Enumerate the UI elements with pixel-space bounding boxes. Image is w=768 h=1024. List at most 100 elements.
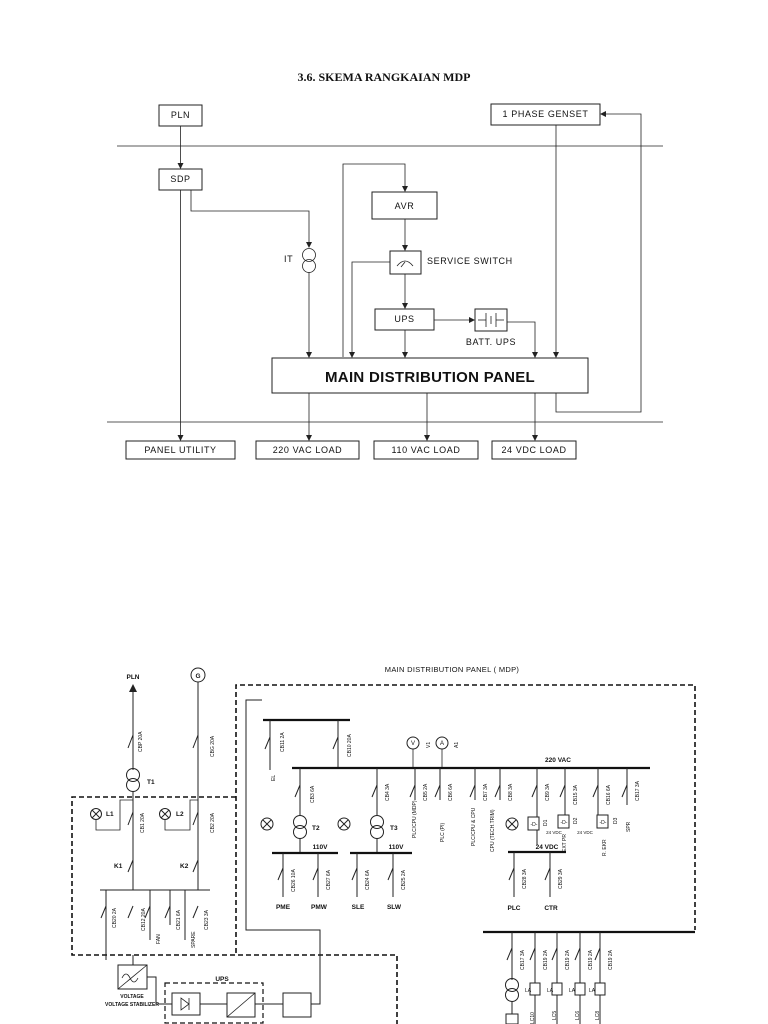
load-slw: SLW — [387, 904, 402, 911]
cb10-label: CB10 20A — [347, 734, 353, 757]
cb24-label: CB24 6A — [365, 869, 371, 890]
ammeter-label: A — [440, 741, 444, 747]
mdp-dashed-boundary — [235, 684, 696, 953]
cb29-label: CB29 3A — [558, 868, 564, 889]
rectifier-d3 — [596, 814, 609, 829]
cb26-label: CB26 10A — [291, 869, 297, 892]
cb11-label: CB11 2A — [280, 732, 286, 752]
cb21-label: CB21 6A — [176, 909, 182, 930]
load-box-24vdc — [491, 440, 577, 460]
rectifier-d2 — [557, 814, 570, 829]
t1-label: T1 — [147, 779, 155, 786]
cb8-label: CB8 3A — [508, 783, 514, 801]
v1-label: V1 — [426, 742, 432, 748]
lamp-t2 — [260, 817, 274, 831]
loads-110: CB26 10A PME CB27 6A PMW CB24 6A SLE CB2… — [276, 853, 407, 911]
lower-right-feeders: CB17 3A CB19 2A LA LC10 CB19 2A LA LC5 C… — [505, 932, 614, 1024]
svg-text:-D-: -D- — [561, 820, 568, 826]
avr-box — [371, 191, 438, 220]
d2-label: D2 — [573, 817, 579, 824]
voltage-stabilizer-label: VOLTAGE STABILIZER — [105, 1002, 159, 1008]
schematic-title: MAIN DISTRIBUTION PANEL ( MDP) — [385, 665, 520, 674]
cb5-label: CB5 2A — [423, 783, 429, 801]
ups-section-label: UPS — [215, 976, 229, 983]
r-ekr-label: R. EKR — [602, 839, 608, 856]
spare-label: SPARE — [191, 931, 197, 948]
a1-label: A1 — [454, 742, 460, 748]
service-switch-label: SERVICE SWITCH — [427, 256, 513, 266]
service-switch-box — [389, 250, 422, 275]
t3-coil-bottom — [370, 825, 384, 839]
l2-label: L2 — [176, 811, 184, 818]
lamp-t3 — [337, 817, 351, 831]
svg-text:-D-: -D- — [600, 820, 607, 826]
mdp-schematic: MAIN DISTRIBUTION PANEL ( MDP) PLN G CBP… — [71, 665, 696, 1024]
ups-box — [374, 308, 435, 331]
cb3-label: CB3 6A — [310, 785, 316, 803]
cb7-label: CB7 3A — [483, 783, 489, 801]
load-label-220vac: 220 VAC LOAD — [273, 445, 343, 455]
voltage-stabilizer-label-1: VOLTAGE — [120, 994, 144, 1000]
k2-label: K2 — [180, 863, 189, 870]
cb4-label: CB4 3A — [385, 783, 391, 801]
dc24-small-1: 24 VDC — [546, 830, 563, 835]
battery-label: BATT. UPS — [466, 337, 516, 347]
cb15-label: CB15 3A — [573, 784, 579, 805]
lc-0: LC10 — [530, 1012, 536, 1024]
t3-coil-top — [370, 815, 384, 829]
it-transformer-coil-top — [302, 248, 316, 262]
lr-cb-1: CB19 2A — [543, 949, 549, 970]
ups-dashed-box — [164, 982, 264, 1024]
mdp-box — [271, 357, 589, 394]
lc-1: LC5 — [552, 1011, 558, 1020]
t1-coil-bottom — [126, 778, 140, 792]
service-switch-lower-box — [282, 992, 312, 1018]
load-label-24vdc: 24 VDC LOAD — [501, 445, 566, 455]
voltmeter-label: V — [411, 741, 415, 747]
service-switch-symbol — [396, 260, 414, 267]
cb1-label: CB1 20A — [140, 812, 146, 833]
t2-coil-top — [293, 815, 307, 829]
pln-source-label: PLN — [127, 674, 140, 681]
genset-label: 1 PHASE GENSET — [503, 109, 589, 119]
load-box-220vac — [255, 440, 360, 460]
cb25-label: CB25 2A — [401, 869, 407, 890]
l1-label: L1 — [106, 811, 114, 818]
t1-coil-top — [126, 768, 140, 782]
plc-cpu-cpu-label: PLC/CPU & CPU — [471, 807, 477, 846]
sdp-label: SDP — [170, 174, 190, 184]
load-sle: SLE — [352, 904, 365, 911]
cb23-label: CB23 3A — [204, 909, 210, 930]
mdp-label: MAIN DISTRIBUTION PANEL — [325, 369, 535, 386]
bus-110v-a-label: 110V — [313, 844, 328, 851]
cbp-label: CBP 20A — [138, 731, 144, 752]
la-4: LA — [589, 988, 596, 994]
cbg-label: CBG 20A — [210, 735, 216, 757]
load-box-110vac — [373, 440, 479, 460]
load-ctr: CTR — [544, 905, 558, 912]
rectifier-d1 — [527, 816, 540, 831]
lr-cb-3: CB19 2A — [588, 949, 594, 970]
top-block-diagram: PLN 1 PHASE GENSET SDP AVR SERVICE SWITC… — [107, 103, 663, 460]
lr-cb-0: CB17 3A — [520, 949, 526, 970]
cpu-tech-trim-label: CPU (TECH.TRIM) — [490, 809, 496, 852]
lc-2: LC6 — [575, 1011, 581, 1020]
load-label-110vac: 110 VAC LOAD — [392, 445, 461, 455]
plc-cpu-mdp-label: PLC/CPU (MDP) — [412, 800, 418, 838]
cb17-label: CB17 3A — [635, 780, 641, 801]
cb20-label: CB20 2A — [112, 907, 118, 928]
el-label: EL — [271, 775, 277, 781]
utility-dashed-boundary — [71, 796, 398, 1024]
cb6-label: CB6 6A — [448, 783, 454, 801]
load-label-panel-utility: PANEL UTILITY — [144, 445, 216, 455]
feeders-220: CB3 6A CB4 3A CB5 2A PLC/CPU (MDP) CB6 6… — [294, 768, 641, 852]
t2-label: T2 — [312, 825, 320, 832]
plc-pi-label: PLC (PI) — [440, 822, 446, 842]
bus-110v-b-label: 110V — [389, 844, 404, 851]
load-box-panel-utility — [125, 440, 236, 460]
svg-text:-D-: -D- — [531, 822, 538, 828]
generator-label: G — [195, 673, 200, 680]
cb12-label: CB12 20A — [141, 908, 147, 931]
dc24-small-2: 24 VDC — [577, 830, 594, 835]
lc-3: LC8 — [595, 1011, 601, 1020]
